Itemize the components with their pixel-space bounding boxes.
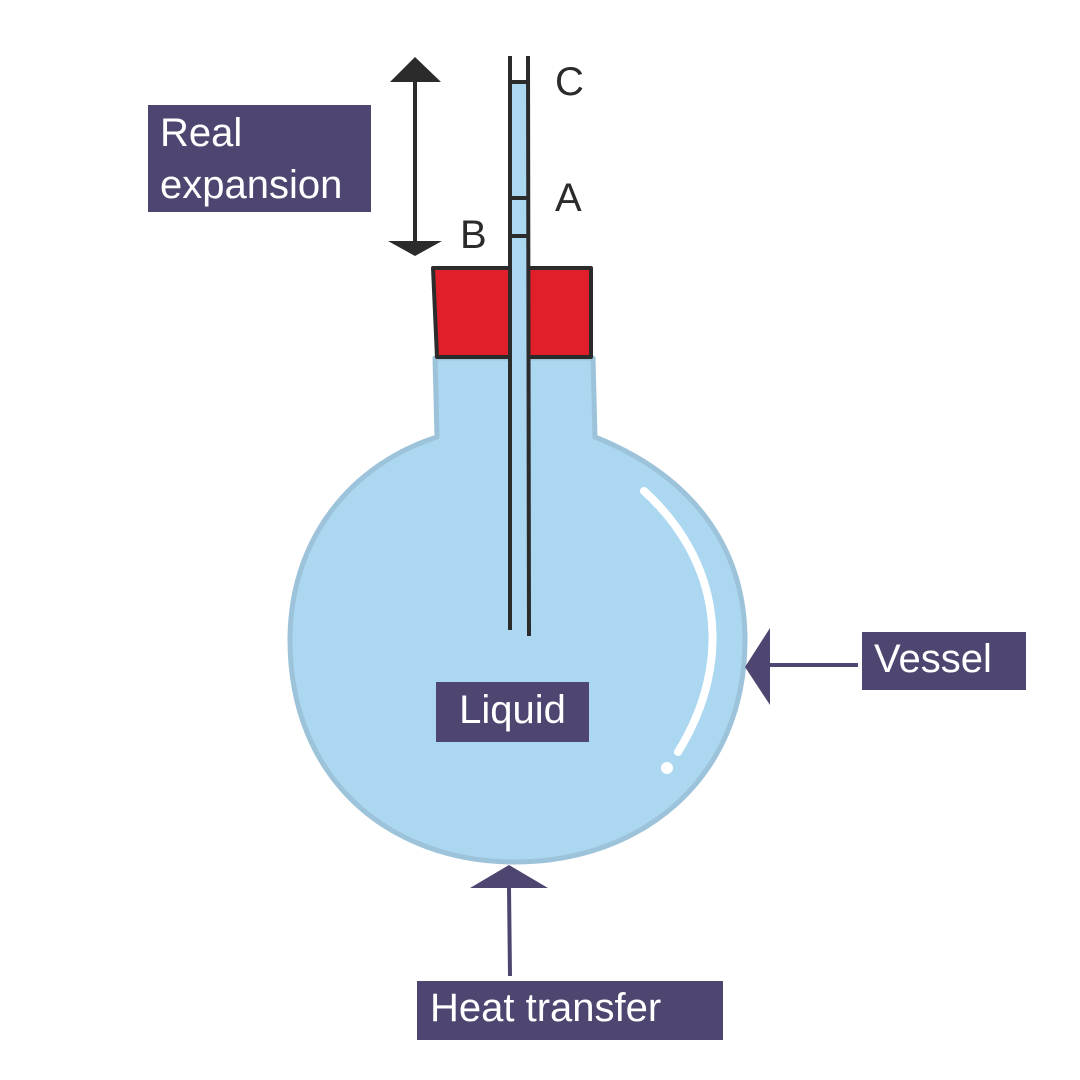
liquid-label: Liquid	[436, 682, 589, 742]
vessel-arrow-head-icon	[745, 628, 770, 705]
real-expansion-label: Real expansion	[148, 105, 371, 212]
real-expansion-label-line-1: Real	[160, 111, 243, 155]
heat-transfer-label: Heat transfer	[417, 981, 723, 1040]
heat-transfer-arrow-head-icon	[470, 865, 548, 888]
tube-liquid-column	[511, 82, 528, 632]
real-expansion-arrow-up-icon	[390, 57, 441, 82]
vessel-label: Vessel	[862, 632, 1026, 690]
heat-transfer-arrow-shaft	[507, 887, 512, 977]
flask-highlight-dot	[661, 762, 673, 774]
marker-a: A	[555, 176, 582, 220]
flask-highlight	[640, 487, 717, 756]
tube-wall-right	[526, 55, 531, 637]
real-expansion-arrow-down-icon	[388, 241, 442, 256]
marker-b: B	[460, 213, 487, 257]
marker-c: C	[555, 60, 584, 104]
real-expansion-label-line-2: expansion	[160, 163, 343, 207]
